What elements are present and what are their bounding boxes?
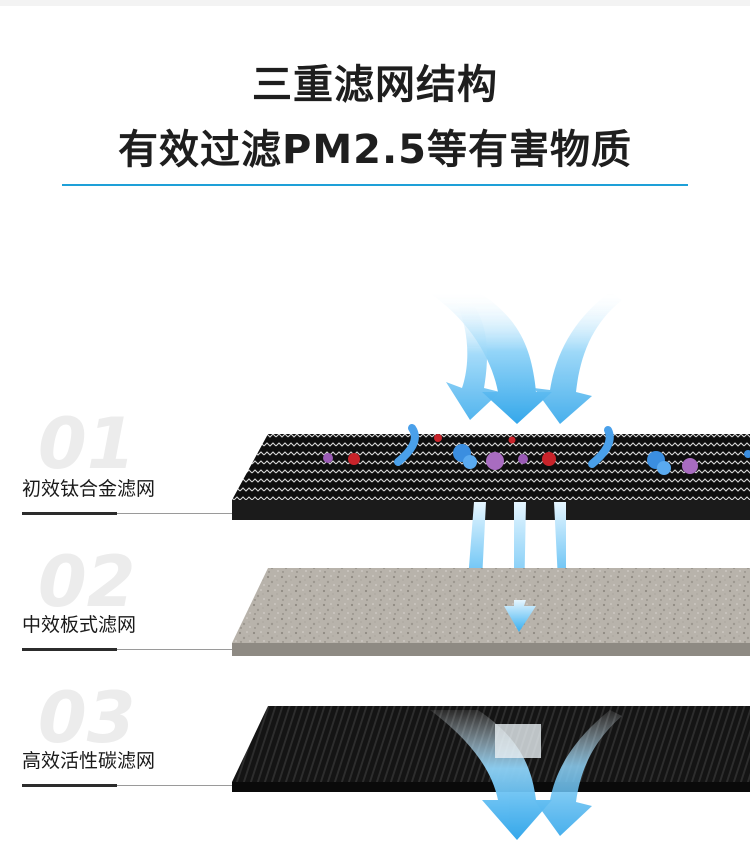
layer-3-label: 高效活性碳滤网 — [22, 750, 156, 772]
layer-2-board — [232, 568, 750, 656]
layer-3-underline — [22, 784, 117, 787]
title-divider — [62, 184, 688, 186]
layer-1-underline — [22, 512, 117, 515]
page-title: 三重滤网结构 — [252, 62, 498, 108]
layer-number-01: 01 — [38, 403, 135, 485]
layer-number-03: 03 — [38, 677, 135, 759]
layer-3-leader — [117, 785, 232, 786]
outgoing-airflow-arrows — [430, 710, 622, 840]
layer-1-label: 初效钛合金滤网 — [22, 478, 156, 500]
incoming-airflow-arrows — [428, 292, 622, 424]
page-subtitle: 有效过滤PM2.5等有害物质 — [118, 127, 632, 173]
layer-2-leader — [117, 649, 232, 650]
layer-number-02: 02 — [38, 541, 135, 623]
layer-1-leader — [117, 513, 232, 514]
top-strip — [0, 0, 750, 6]
layer-2-label: 中效板式滤网 — [22, 614, 137, 636]
layer-2-underline — [22, 648, 117, 651]
layer-1-mesh — [232, 424, 750, 520]
